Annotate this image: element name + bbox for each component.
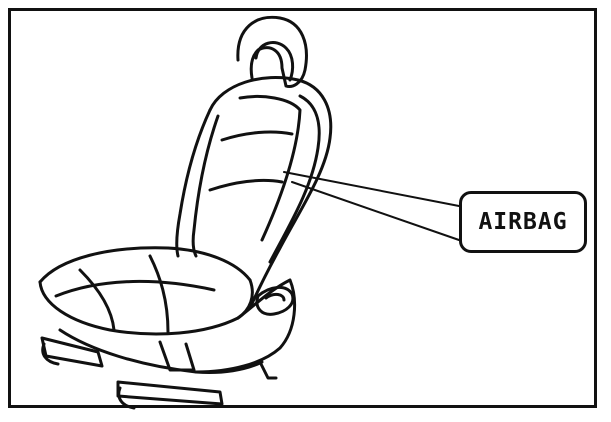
- recline-lever: [257, 287, 293, 314]
- rail-bracket-1: [160, 342, 194, 370]
- seat-cushion-seam-2: [80, 270, 114, 330]
- seat-cushion-seam-3: [150, 256, 168, 332]
- seat-back-seam-2: [210, 180, 282, 190]
- seat-back-outer: [210, 78, 331, 308]
- seat-back-center: [240, 97, 300, 241]
- seat-back-bolster: [193, 116, 218, 256]
- recline-lever-inner: [266, 294, 284, 300]
- airbag-label: AIRBAG: [478, 209, 567, 235]
- airbag-callout-box: AIRBAG: [459, 191, 587, 253]
- seat-back-right-bolster: [270, 96, 319, 262]
- rail-bracket-2: [260, 362, 276, 378]
- rear-rail: [118, 382, 222, 404]
- seat-cushion-top: [40, 248, 250, 282]
- seat-cushion-seam-1: [56, 281, 214, 296]
- seat-back-seam-1: [222, 132, 292, 140]
